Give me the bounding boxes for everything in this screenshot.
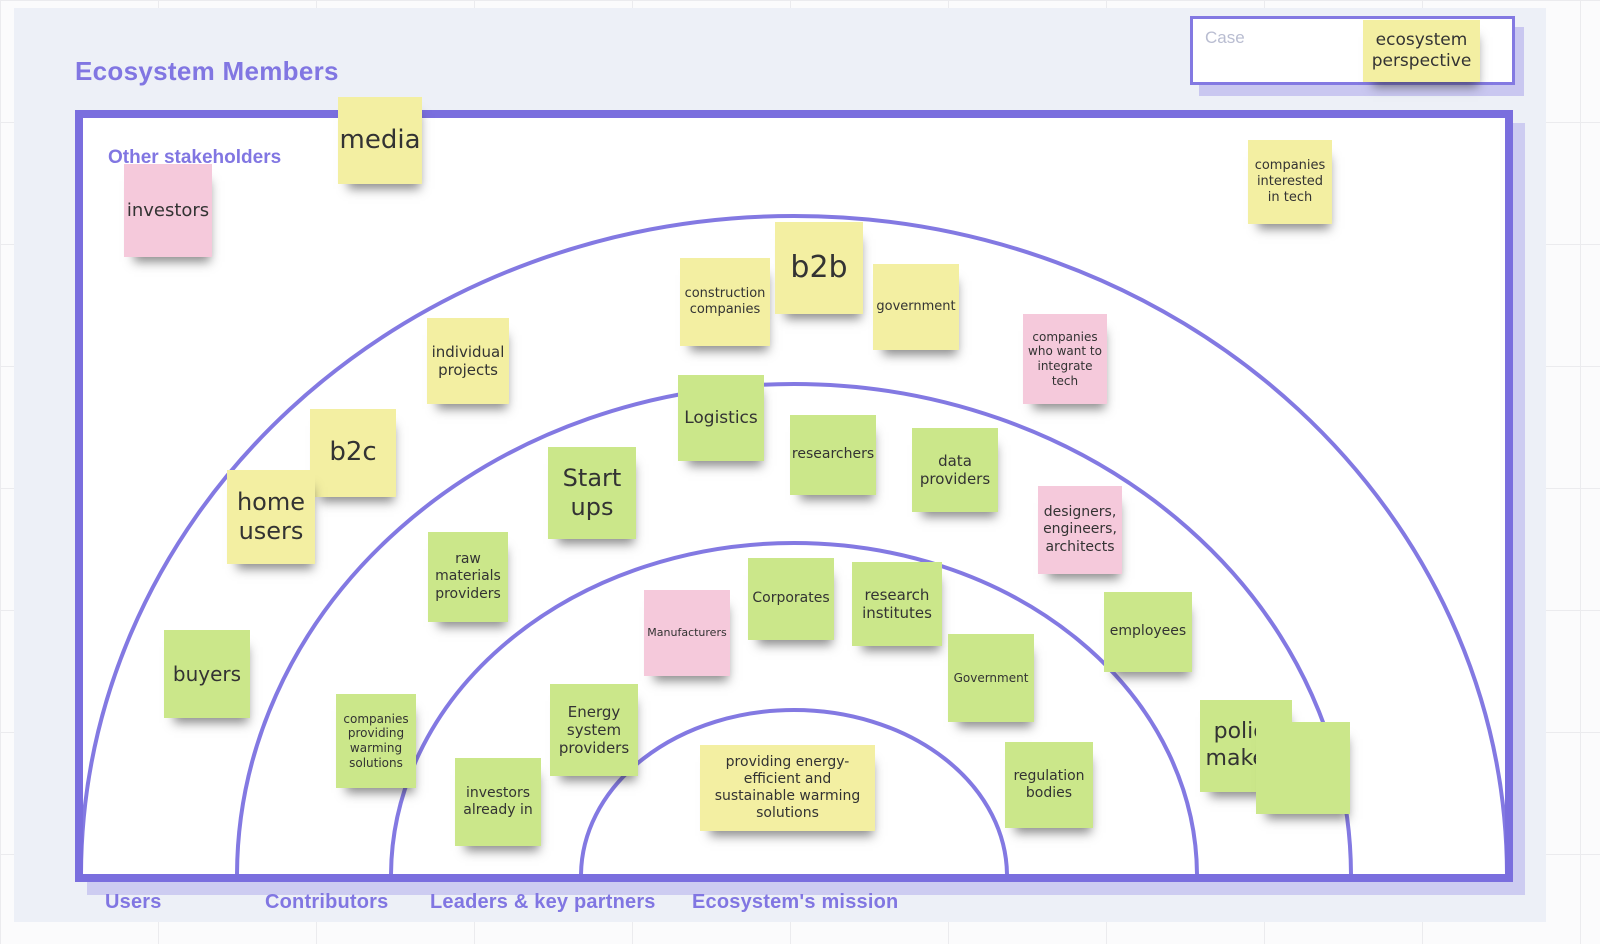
sticky-companies-providing-warming[interactable]: companies providing warming solutions xyxy=(336,694,416,788)
sticky-start-ups[interactable]: Start ups xyxy=(548,447,636,539)
ring-arc-contributors xyxy=(235,382,1353,874)
sticky-government-inner[interactable]: Government xyxy=(948,634,1034,722)
sticky-investors[interactable]: investors xyxy=(124,164,212,257)
sticky-individual-projects[interactable]: individual projects xyxy=(427,318,509,404)
sticky-blank-note[interactable] xyxy=(1256,722,1350,814)
sticky-companies-who-want-to-integrate[interactable]: companies who want to integrate tech xyxy=(1023,314,1107,404)
sticky-home-users[interactable]: home users xyxy=(227,470,315,564)
sticky-manufacturers[interactable]: Manufacturers xyxy=(644,590,730,676)
ring-arc-mission xyxy=(579,708,1009,874)
sticky-ecosystem-perspective[interactable]: ecosystem perspective xyxy=(1363,20,1480,82)
other-stakeholders-label: Other stakeholders xyxy=(108,147,282,168)
page-title: Ecosystem Members xyxy=(75,56,339,86)
sticky-media[interactable]: media xyxy=(338,97,422,184)
sticky-government-outer[interactable]: government xyxy=(873,264,959,350)
ring-label-leaders: Leaders & key partners xyxy=(430,891,656,913)
sticky-construction-companies[interactable]: construction companies xyxy=(680,258,770,346)
case-input[interactable] xyxy=(1203,27,1407,49)
sticky-energy-system-providers[interactable]: Energy system providers xyxy=(550,684,638,776)
sticky-buyers[interactable]: buyers xyxy=(164,630,250,718)
ring-label-mission: Ecosystem's mission xyxy=(692,891,899,913)
ring-arc-users xyxy=(83,214,1505,874)
sticky-raw-materials-providers[interactable]: raw materials providers xyxy=(428,532,508,622)
sticky-investors-already-in[interactable]: investors already in xyxy=(455,758,541,846)
sticky-companies-interested-in-tech[interactable]: companies interested in tech xyxy=(1248,140,1332,224)
sticky-designers-engineers-architects[interactable]: designers, engineers, architects xyxy=(1038,486,1122,574)
sticky-mission-statement[interactable]: providing energy-efficient and sustainab… xyxy=(700,745,875,831)
sticky-b2b[interactable]: b2b xyxy=(775,222,863,314)
ring-arcs xyxy=(83,118,1505,874)
ring-label-users: Users xyxy=(105,891,162,913)
sticky-employees[interactable]: employees xyxy=(1104,592,1192,672)
sticky-researchers[interactable]: researchers xyxy=(790,415,876,495)
sticky-research-institutes[interactable]: research institutes xyxy=(852,562,942,646)
sticky-logistics[interactable]: Logistics xyxy=(678,375,764,461)
sticky-b2c[interactable]: b2c xyxy=(310,409,396,497)
sticky-regulation-bodies[interactable]: regulation bodies xyxy=(1005,742,1093,828)
sticky-corporates[interactable]: Corporates xyxy=(748,558,834,640)
ring-arc-leaders xyxy=(389,541,1199,874)
ring-label-contributors: Contributors xyxy=(265,891,389,913)
sticky-data-providers[interactable]: data providers xyxy=(912,428,998,512)
